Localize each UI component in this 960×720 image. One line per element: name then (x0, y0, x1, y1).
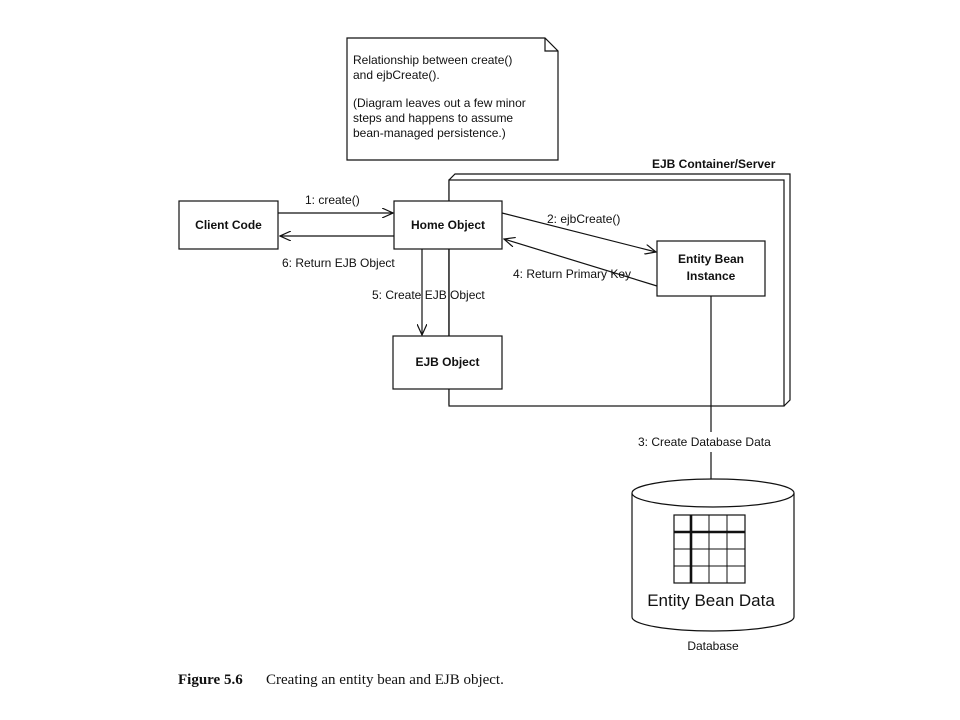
database-cylinder: Entity Bean Data Database (631, 478, 795, 653)
home-object-box: Home Object (393, 200, 503, 250)
figure-caption: Figure 5.6 Creating an entity bean and E… (178, 672, 504, 688)
message-1-label: 1: create() (305, 193, 360, 207)
message-2-ejbcreate: 2: ejbCreate() (501, 212, 656, 252)
message-6-label: 6: Return EJB Object (282, 256, 395, 270)
client-code-box: Client Code (178, 200, 279, 250)
message-5-create-ejb-object: 5: Create EJB Object (372, 249, 485, 336)
client-code-label: Client Code (195, 218, 262, 232)
note-line-3: (Diagram leaves out a few minor (353, 96, 526, 110)
note-line-5: bean-managed persistence.) (353, 126, 506, 140)
message-4-return-primary-key: 4: Return Primary Key (504, 239, 658, 287)
home-object-label: Home Object (411, 218, 485, 232)
data-table-icon (673, 514, 746, 584)
note-box: Relationship between create() and ejbCre… (346, 37, 559, 161)
figure-number: Figure 5.6 (178, 672, 243, 688)
message-4-label: 4: Return Primary Key (513, 267, 631, 281)
note-line-2: and ejbCreate(). (353, 68, 440, 82)
message-5-label: 5: Create EJB Object (372, 288, 485, 302)
note-line-4: steps and happens to assume (353, 111, 513, 125)
message-3-label: 3: Create Database Data (638, 435, 771, 449)
ejb-object-box: EJB Object (392, 335, 503, 390)
figure-caption-text: Creating an entity bean and EJB object. (266, 672, 504, 688)
note-line-1: Relationship between create() (353, 53, 512, 67)
entity-bean-label-line-1: Entity Bean (678, 252, 744, 266)
entity-bean-label-line-2: Instance (687, 269, 736, 283)
database-label: Database (687, 639, 739, 653)
entity-bean-instance-box: Entity Bean Instance (656, 240, 766, 297)
message-6-return-ejb-object: 6: Return EJB Object (280, 236, 395, 270)
container-label: EJB Container/Server (652, 157, 776, 171)
database-inner-label: Entity Bean Data (647, 591, 775, 610)
message-1-create: 1: create() (278, 193, 393, 213)
ejb-object-label: EJB Object (415, 355, 479, 369)
message-2-label: 2: ejbCreate() (547, 212, 620, 226)
